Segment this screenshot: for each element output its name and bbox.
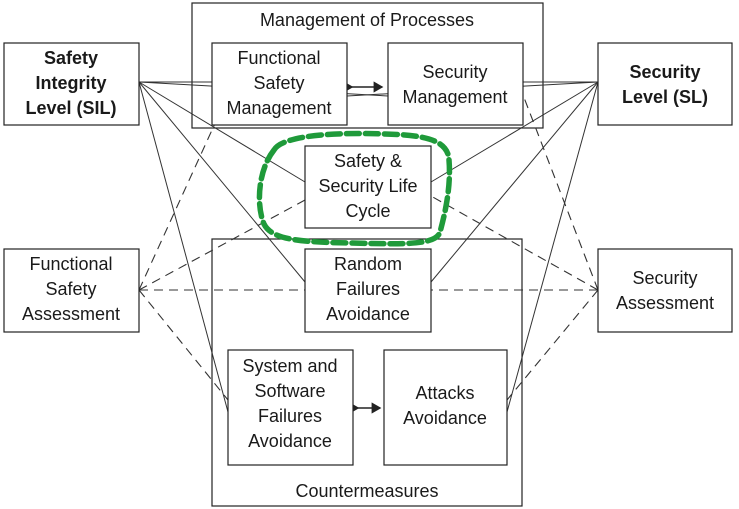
- fsa-line-3: Assessment: [22, 304, 120, 324]
- ssfa-line-1: System and: [242, 356, 337, 376]
- sl-line-2: Level (SL): [622, 87, 708, 107]
- aa-line-1: Attacks: [415, 383, 474, 403]
- rfa-line-2: Failures: [336, 279, 400, 299]
- sm-box: [387, 42, 524, 126]
- sil-box: [3, 42, 140, 126]
- dash-fsa-fsm: [138, 94, 229, 291]
- dash-sa-lifecycle: [430, 195, 599, 291]
- ssfa-box: [227, 349, 354, 466]
- countermeasures-group-title: Countermeasures: [295, 481, 438, 501]
- aa-line-2: Avoidance: [403, 408, 487, 428]
- rfa-line-3: Avoidance: [326, 304, 410, 324]
- lifecycle-line-3: Cycle: [345, 201, 390, 221]
- sl-box: [597, 42, 733, 126]
- rfa-box: [304, 248, 432, 333]
- sil-line-3: Level (SIL): [25, 98, 116, 118]
- lifecycle-line-2: Security Life: [318, 176, 417, 196]
- dash-sa-sm: [522, 94, 599, 291]
- countermeasures-group: [211, 238, 523, 507]
- rfa-line-1: Random: [334, 254, 402, 274]
- sil-line-1: Safety: [44, 48, 98, 68]
- fsa-box: [3, 248, 140, 333]
- dash-sa-aa: [506, 289, 599, 401]
- link-sil-lifecycle: [138, 81, 306, 183]
- link-sl-lifecycle: [430, 81, 599, 183]
- lifecycle-line-1: Safety &: [334, 151, 402, 171]
- sa-line-1: Security: [632, 268, 697, 288]
- ssfa-line-4: Avoidance: [248, 431, 332, 451]
- dashed-connectors: [138, 94, 599, 401]
- link-sil-ssfa: [138, 81, 229, 413]
- management-group: [191, 2, 544, 129]
- lifecycle-highlight: [256, 130, 453, 247]
- sm-line-2: Management: [402, 87, 507, 107]
- sil-line-2: Integrity: [35, 73, 106, 93]
- sm-line-1: Security: [422, 62, 487, 82]
- sl-line-1: Security: [629, 62, 700, 82]
- link-sil-rfa: [138, 81, 306, 283]
- link-sl-rfa: [430, 81, 599, 283]
- fsm-line-1: Functional: [237, 48, 320, 68]
- lifecycle-box: [304, 145, 432, 229]
- link-sl-aa: [506, 81, 599, 413]
- fsm-line-3: Management: [226, 98, 331, 118]
- fsm-line-2: Safety: [253, 73, 304, 93]
- ssfa-line-3: Failures: [258, 406, 322, 426]
- fsa-line-2: Safety: [45, 279, 96, 299]
- sa-box: [597, 248, 733, 333]
- management-group-title: Management of Processes: [260, 10, 474, 30]
- aa-box: [383, 349, 508, 466]
- dash-fsa-ssfa: [138, 289, 229, 401]
- fsm-box: [211, 42, 348, 126]
- dash-fsa-lifecycle: [138, 199, 306, 291]
- sa-line-2: Assessment: [616, 293, 714, 313]
- fsa-line-1: Functional: [29, 254, 112, 274]
- ssfa-line-2: Software: [254, 381, 325, 401]
